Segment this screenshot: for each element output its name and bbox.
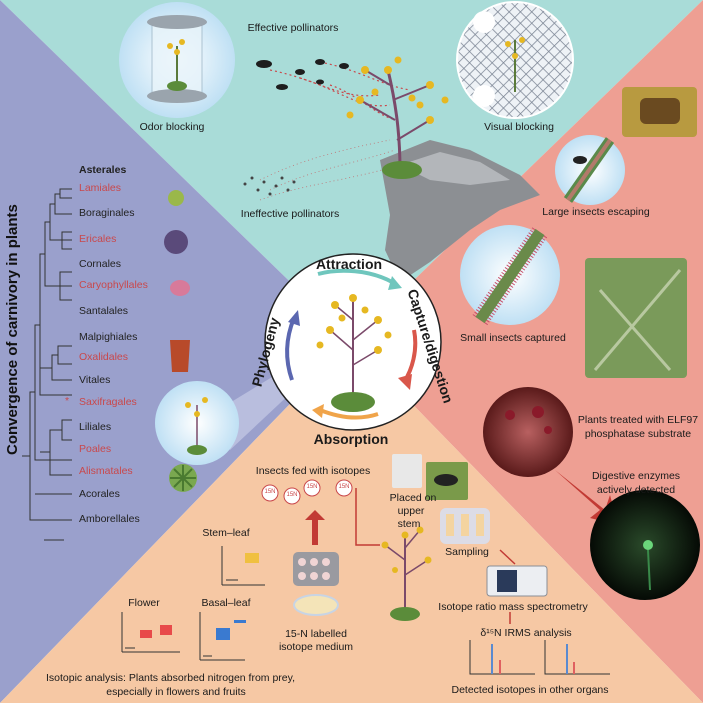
- isotope-tag-1: 15N: [264, 489, 276, 495]
- detected-isotopes-label: Detected isotopes in other organs: [451, 684, 609, 696]
- order-boraginales: Boraginales: [79, 207, 135, 219]
- isotopic-analysis-line2: especially in flowers and fruits: [106, 686, 246, 698]
- enzymes-line1: Digestive enzymes: [591, 470, 681, 482]
- basal-leaf-label: Basal–leaf: [201, 597, 251, 609]
- order-saxifragales: Saxifragales: [79, 396, 137, 408]
- insects-fed-label: Insects fed with isotopes: [255, 465, 371, 477]
- effective-pollinators-label: Effective pollinators: [247, 22, 339, 34]
- bottom-plant: [381, 526, 432, 621]
- saxifragales-marker: *: [65, 395, 70, 407]
- order-liliales: Liliales: [79, 421, 112, 433]
- enzymes-line2: actively detected: [596, 484, 676, 496]
- placed-line2: upper: [397, 505, 425, 517]
- arrow-up: [305, 510, 325, 545]
- isotope-tag-2: 15N: [286, 492, 298, 498]
- medium-line1: 15-N labelled: [285, 628, 347, 640]
- large-insects-label: Large insects escaping: [542, 206, 650, 218]
- order-caryophyllales: Caryophyllales: [79, 279, 148, 291]
- visual-blocking-label: Visual blocking: [484, 121, 554, 133]
- order-lamiales: Lamiales: [79, 182, 122, 194]
- ineffective-pollinators-label: Ineffective pollinators: [240, 208, 340, 220]
- flower-plot: [121, 612, 180, 653]
- order-santalales: Santalales: [79, 305, 129, 317]
- isotope-insects: [261, 479, 353, 505]
- absorption-panel: [0, 341, 703, 703]
- stem-leaf-plot: [221, 546, 265, 586]
- irms-label: Isotope ratio mass spectrometry: [438, 601, 588, 613]
- order-ericales: Ericales: [79, 233, 117, 245]
- placed-line1: Placed on: [389, 492, 437, 504]
- spectra-plots: [469, 640, 610, 675]
- order-poales: Poales: [79, 443, 112, 455]
- droplet-circle: [483, 387, 573, 477]
- order-oxalidales: Oxalidales: [79, 351, 129, 363]
- order-acorales: Acorales: [79, 488, 120, 500]
- medium-line2: isotope medium: [278, 641, 354, 653]
- isotope-plate: [293, 552, 339, 586]
- isotopic-analysis-line1: Isotopic analysis: Plants absorbed nitro…: [46, 672, 296, 684]
- petri-dish: [293, 594, 339, 616]
- order-alismatales: Alismatales: [79, 465, 133, 477]
- analysis-label: δ¹⁵N IRMS analysis: [480, 627, 572, 639]
- stem-leaf-label: Stem–leaf: [202, 527, 250, 539]
- main-plant: [346, 56, 449, 179]
- sampling-label: Sampling: [445, 546, 489, 558]
- absorption-label: Absorption: [313, 431, 389, 447]
- basal-leaf-plot: [199, 612, 246, 661]
- convergence-title: Convergence of carnivory in plants: [4, 204, 21, 455]
- elf97-line1: Plants treated with ELF97: [577, 414, 699, 426]
- small-insects-label: Small insects captured: [460, 332, 566, 344]
- isotope-tag-3: 15N: [306, 484, 318, 490]
- plant-photo-stems: [585, 258, 687, 378]
- placed-line3: stem: [397, 518, 421, 530]
- order-cornales: Cornales: [79, 258, 122, 270]
- flower-label: Flower: [128, 597, 160, 609]
- order-vitales: Vitales: [79, 374, 111, 386]
- order-asterales: Asterales: [79, 164, 127, 176]
- order-malpighiales: Malpighiales: [79, 331, 138, 343]
- attraction-label: Attraction: [315, 256, 383, 272]
- elf97-line2: phosphatase substrate: [584, 428, 692, 440]
- insect-photo-1: [392, 454, 422, 488]
- phylogeny-tree: [22, 188, 72, 541]
- order-amborellales: Amborellales: [79, 513, 140, 525]
- odor-blocking-label: Odor blocking: [139, 121, 205, 133]
- isotope-tag-4: 15N: [338, 484, 350, 490]
